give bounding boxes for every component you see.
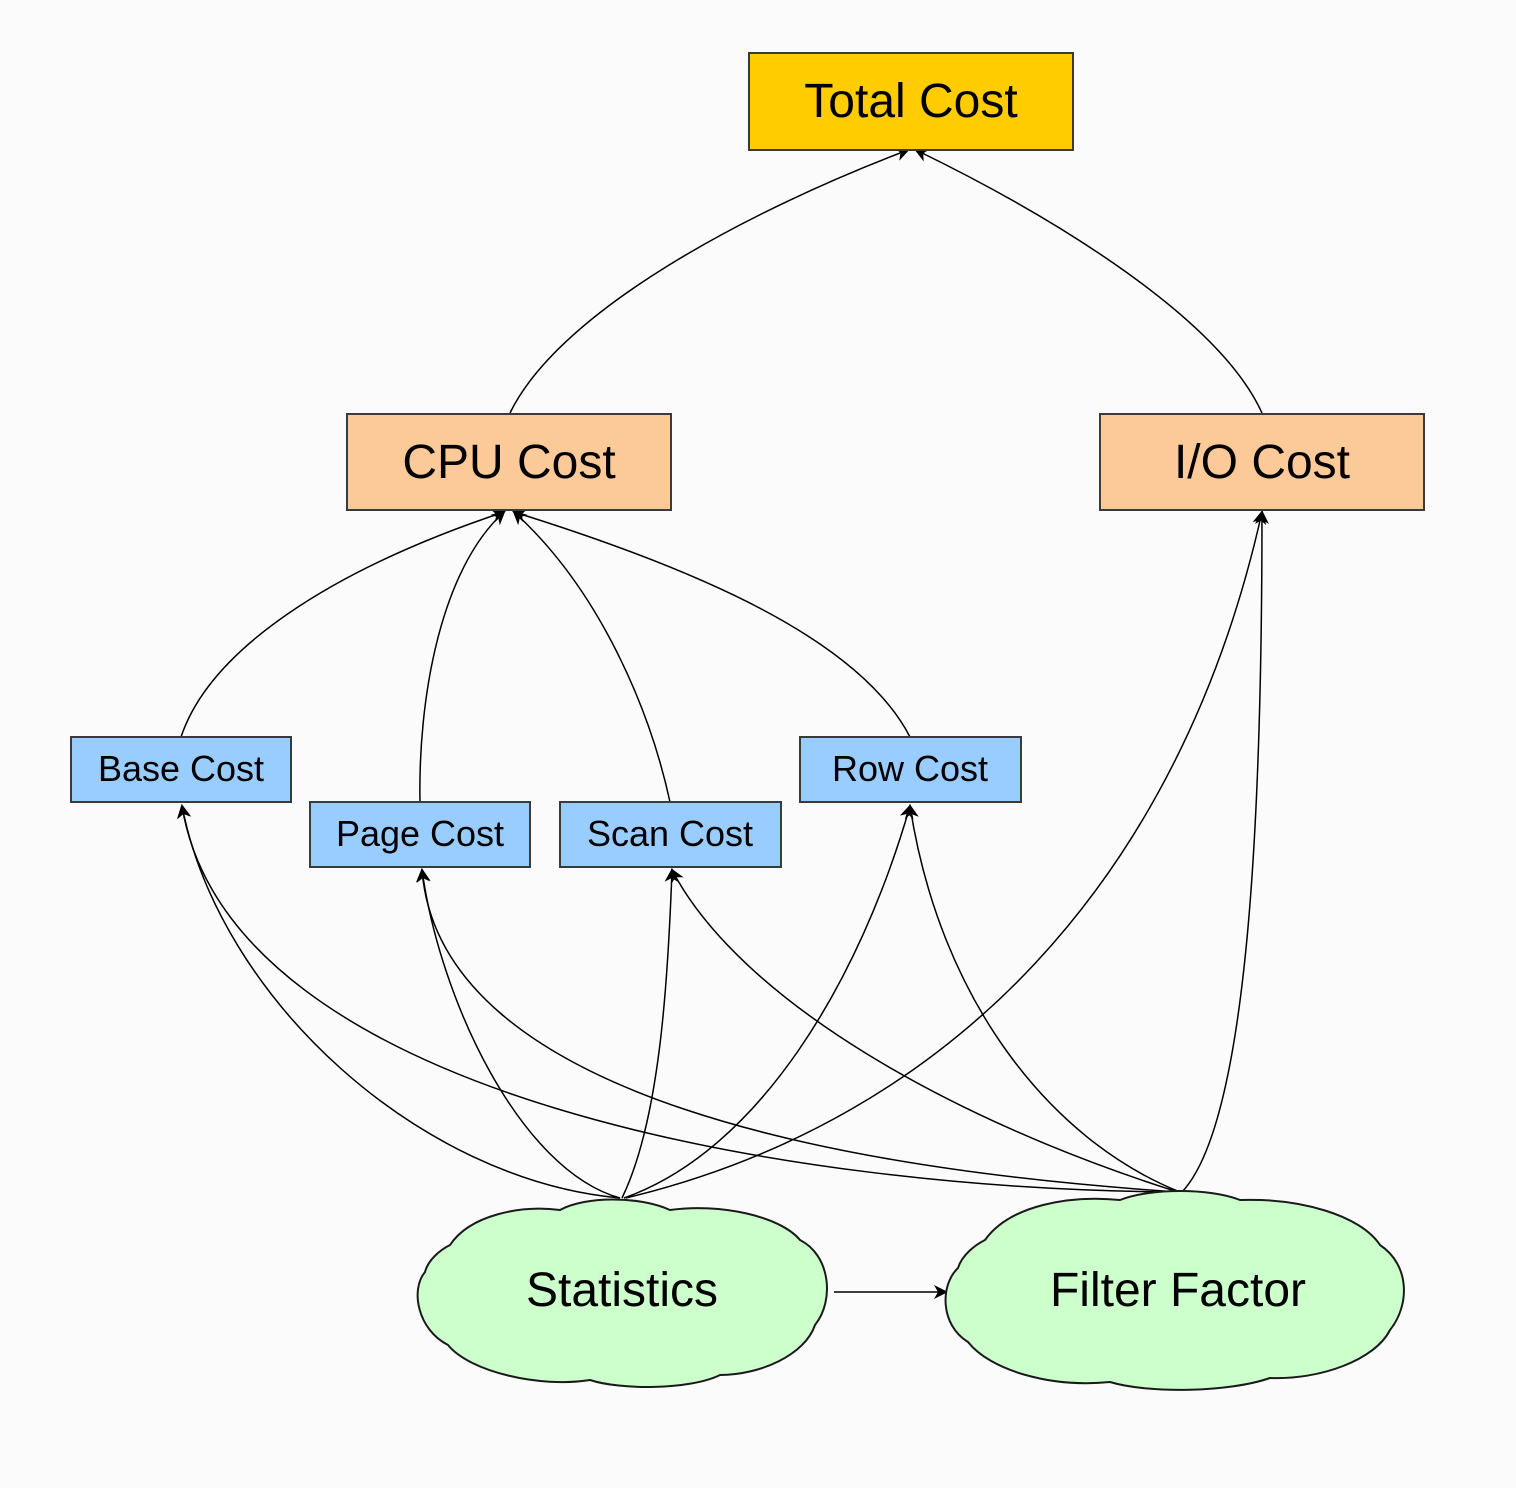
node-page-cost-label: Page Cost: [336, 813, 504, 854]
node-page-cost: Page Cost: [309, 801, 531, 868]
node-base-cost-box: [70, 736, 292, 803]
node-page-cost-box: [309, 801, 531, 868]
node-io-cost: I/O Cost: [1099, 413, 1425, 511]
edge-statistics-to-io: [625, 510, 1267, 1199]
edge-statistics-to-page: [416, 868, 621, 1199]
edge-scan-to-cpu: [512, 510, 671, 803]
node-cpu-cost: CPU Cost: [346, 413, 672, 511]
edge-statistics-to-row: [623, 804, 914, 1199]
node-row-cost-box: [799, 736, 1022, 803]
node-io-cost-box: [1099, 413, 1425, 511]
node-filter-factor: Filter Factor: [944, 1190, 1405, 1391]
edges: [177, 147, 1269, 1299]
node-scan-cost-label: Scan Cost: [587, 813, 753, 854]
node-row-cost: Row Cost: [799, 736, 1022, 803]
edge-base-to-cpu: [180, 509, 506, 738]
node-base-cost: Base Cost: [70, 736, 292, 803]
node-base-cost-label: Base Cost: [98, 748, 264, 789]
filter-factor-label: Filter Factor: [1050, 1264, 1306, 1317]
statistics-label: Statistics: [526, 1264, 718, 1317]
node-scan-cost: Scan Cost: [559, 801, 782, 868]
edge-io-to-total: [914, 148, 1263, 414]
node-row-cost-label: Row Cost: [832, 748, 988, 789]
statistics-cloud-shape: [416, 1198, 828, 1388]
edge-statistics-to-scan: [621, 868, 679, 1199]
edge-statistics-to-base: [177, 804, 621, 1199]
filter-factor-cloud-shape: [944, 1190, 1405, 1391]
edge-filter-to-scan: [671, 868, 1179, 1193]
edge-cpu-to-total: [509, 147, 910, 414]
edge-page-to-cpu: [419, 510, 506, 803]
edge-row-to-cpu: [512, 508, 911, 738]
edge-filter-to-row: [904, 804, 1181, 1193]
node-total-cost-label: Total Cost: [804, 75, 1017, 128]
node-scan-cost-box: [559, 801, 782, 868]
node-cpu-cost-box: [346, 413, 672, 511]
node-total-cost: Total Cost: [748, 52, 1074, 151]
node-cpu-cost-label: CPU Cost: [402, 436, 615, 489]
edge-filter-to-base: [177, 804, 1179, 1193]
node-total-cost-box: [748, 52, 1074, 151]
node-io-cost-label: I/O Cost: [1174, 436, 1350, 489]
edge-filter-to-page: [415, 868, 1179, 1193]
edge-filter-to-io: [1181, 510, 1269, 1193]
node-statistics: Statistics: [416, 1198, 828, 1388]
